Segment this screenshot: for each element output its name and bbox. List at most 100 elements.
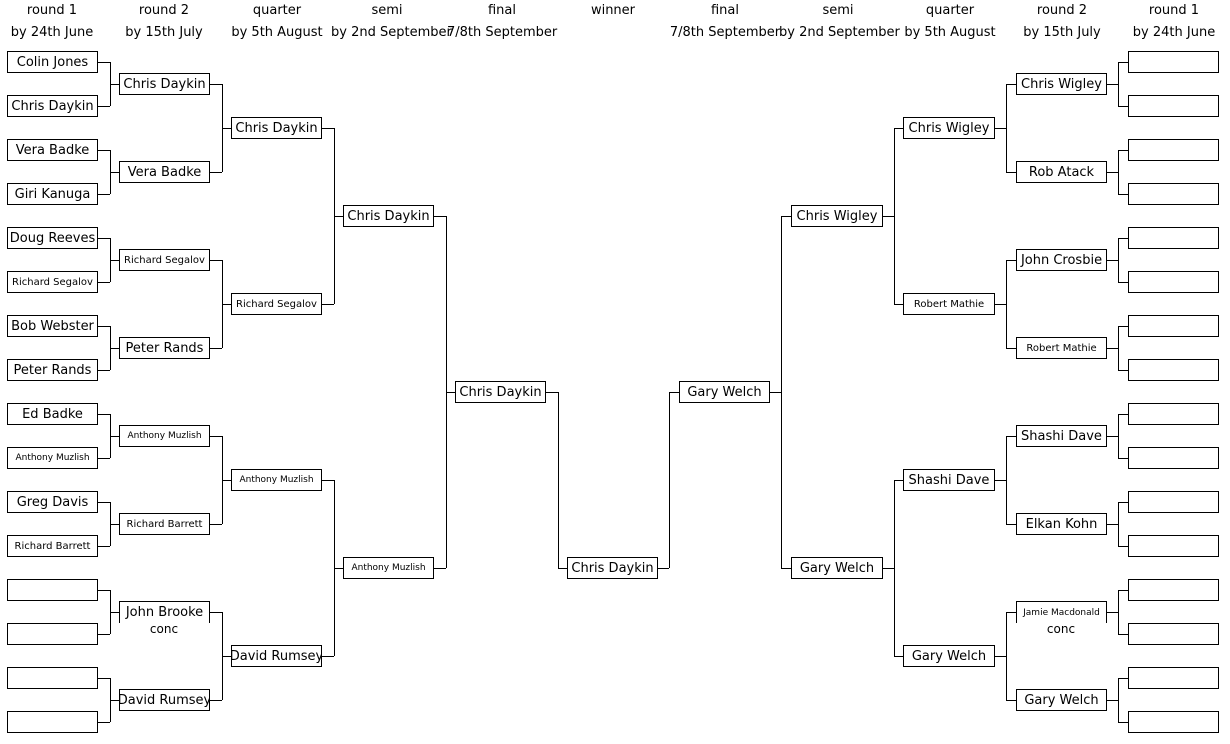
right-round1-slot [1128,403,1219,425]
right-round1-slot [1128,623,1219,645]
connector [995,480,1006,481]
left-round1-slot: Greg Davis [7,491,98,513]
connector [98,370,110,371]
connector [1118,326,1128,327]
connector [98,590,110,591]
connector [98,678,110,679]
header-title: round 2 [138,3,190,18]
connector [98,502,110,503]
header-date: by 2nd September [331,25,452,40]
header-title: semi [822,3,854,18]
right-round1-slot [1128,667,1219,689]
connector [98,194,110,195]
left-round2-slot: Anthony Muzlish [119,425,210,447]
connector [770,392,781,393]
left-round2-slot: Chris Daykin [119,73,210,95]
connector [98,634,110,635]
connector [995,656,1006,657]
connector [781,216,782,568]
right-quarter-slot: Shashi Dave [903,469,995,491]
header-round2-right: round 2 by 15th July [1016,0,1108,44]
connector [1006,260,1007,348]
connector [1118,590,1119,634]
connector [1118,150,1119,194]
connector [322,128,334,129]
left-round1-slot [7,711,98,733]
connector [1118,326,1119,370]
connector [669,392,679,393]
connector [210,172,222,173]
header-round1-right: round 1 by 24th June [1128,0,1220,44]
header-quarter-right: quarter by 5th August [903,0,997,44]
connector [1006,436,1016,437]
left-round1-slot: Richard Barrett [7,535,98,557]
header-semi-right: semi by 2nd September [779,0,900,44]
header-title: quarter [925,3,975,18]
right-round2-slot: Elkan Kohn [1016,513,1107,535]
left-round2-slot: John Brooke [119,601,210,623]
connector [98,106,110,107]
connector [334,216,343,217]
header-date: by 5th August [231,25,323,40]
connector [894,304,903,305]
connector [1107,260,1118,261]
right-round1-slot [1128,271,1219,293]
connector [894,128,895,304]
left-round1-slot: Ed Badke [7,403,98,425]
connector [1118,502,1128,503]
connector [995,128,1006,129]
connector [222,304,231,305]
header-title: quarter [252,3,302,18]
left-quarter-slot: Richard Segalov [231,293,322,315]
connector [1118,238,1119,282]
left-round1-slot [7,579,98,601]
connector [98,62,110,63]
connector [1118,634,1128,635]
connector [1107,436,1118,437]
conceded-note: conc [149,622,179,636]
connector [894,128,903,129]
connector [110,84,119,85]
header-title: winner [590,3,636,18]
right-round2-slot: Jamie Macdonald [1016,601,1107,623]
right-round1-slot [1128,51,1219,73]
connector [98,150,110,151]
connector [883,216,894,217]
conceded-note: conc [1046,622,1076,636]
right-round1-slot [1128,227,1219,249]
connector [546,392,558,393]
connector [1006,524,1016,525]
connector [322,656,334,657]
connector [446,392,455,393]
right-round1-slot [1128,315,1219,337]
connector [1107,700,1118,701]
left-round1-slot: Giri Kanuga [7,183,98,205]
connector [1118,282,1128,283]
header-title: semi [371,3,403,18]
left-round1-slot: Bob Webster [7,315,98,337]
connector [98,414,110,415]
right-quarter-slot: Chris Wigley [903,117,995,139]
connector [110,700,119,701]
connector [222,656,231,657]
connector [995,304,1006,305]
connector [1107,612,1118,613]
connector [98,458,110,459]
left-round1-slot: Richard Segalov [7,271,98,293]
connector [1118,370,1128,371]
header-date: 7/8th September [447,25,558,40]
connector [210,84,222,85]
connector [658,568,669,569]
left-quarter-slot: Chris Daykin [231,117,322,139]
connector [98,722,110,723]
left-quarter-slot: Anthony Muzlish [231,469,322,491]
header-date: by 5th August [904,25,996,40]
connector [1118,106,1128,107]
header-title: final [487,3,516,18]
left-round2-slot: Richard Barrett [119,513,210,535]
header-semi-left: semi by 2nd September [331,0,452,44]
right-semi-slot: Chris Wigley [791,205,883,227]
left-round2-slot: David Rumsey [119,689,210,711]
right-quarter-slot: Gary Welch [903,645,995,667]
